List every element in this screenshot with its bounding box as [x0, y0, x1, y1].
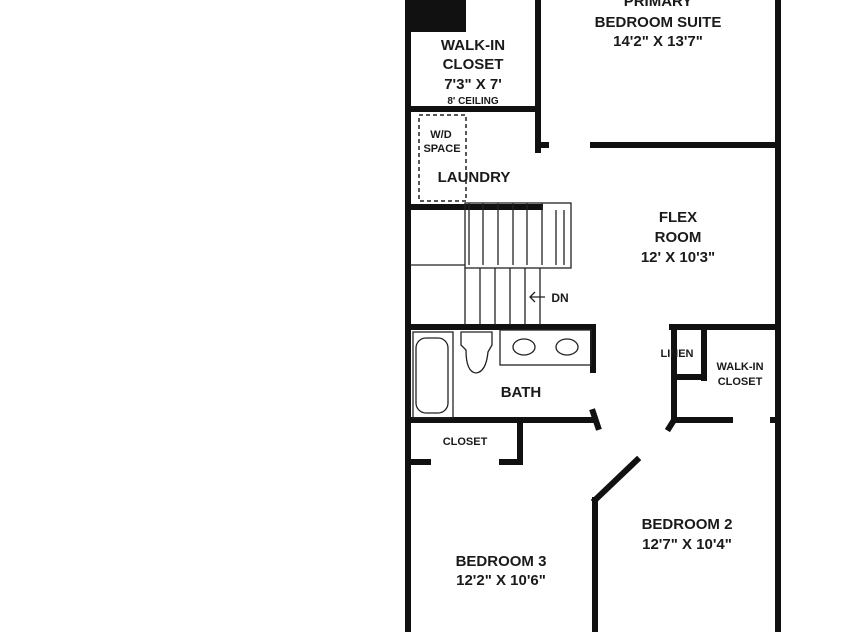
bath-fixtures [412, 329, 592, 419]
wd-space-label: W/D [430, 129, 451, 141]
bedroom-3-label: BEDROOM 3 [456, 553, 547, 570]
primary-bedroom-label: BEDROOM SUITE [595, 14, 722, 31]
closet-header-block [410, 0, 466, 32]
walls [405, 0, 781, 632]
primary-bedroom-label: PRIMARY [624, 0, 693, 10]
bedroom-3-size: 12'2" X 10'6" [456, 572, 546, 589]
bedroom-2-label: BEDROOM 2 [642, 516, 733, 533]
sink [555, 338, 579, 356]
wd-space-outline [418, 114, 467, 202]
flex-room-label: ROOM [655, 229, 702, 246]
linen-label: LINEN [661, 348, 694, 360]
laundry-label: LAUNDRY [438, 169, 511, 186]
primary-bedroom-size: 14'2" X 13'7" [613, 33, 703, 50]
closet-label: CLOSET [443, 436, 488, 448]
bedroom-2-size: 12'7" X 10'4" [642, 536, 732, 553]
wd-space-label: SPACE [423, 143, 460, 155]
toilet [460, 331, 493, 374]
arrow-left-icon [529, 291, 545, 303]
walk-in-closet-2-label: WALK-IN [716, 361, 763, 373]
walk-in-closet-size: 7'3" X 7' [444, 76, 502, 93]
stairs[interactable] [410, 202, 572, 325]
walk-in-closet-label: CLOSET [443, 56, 504, 73]
ceiling-height: 8' CEILING [447, 96, 498, 107]
bathtub [412, 331, 454, 419]
walk-in-closet-label: WALK-IN [441, 37, 505, 54]
flex-room-label: FLEX [659, 209, 697, 226]
vanity [499, 329, 592, 366]
sink [512, 338, 536, 356]
stairs-down-label: DN [551, 291, 568, 305]
flex-room-size: 12' X 10'3" [641, 249, 715, 266]
walk-in-closet-2-label: CLOSET [718, 376, 763, 388]
bath-label: BATH [501, 384, 542, 401]
